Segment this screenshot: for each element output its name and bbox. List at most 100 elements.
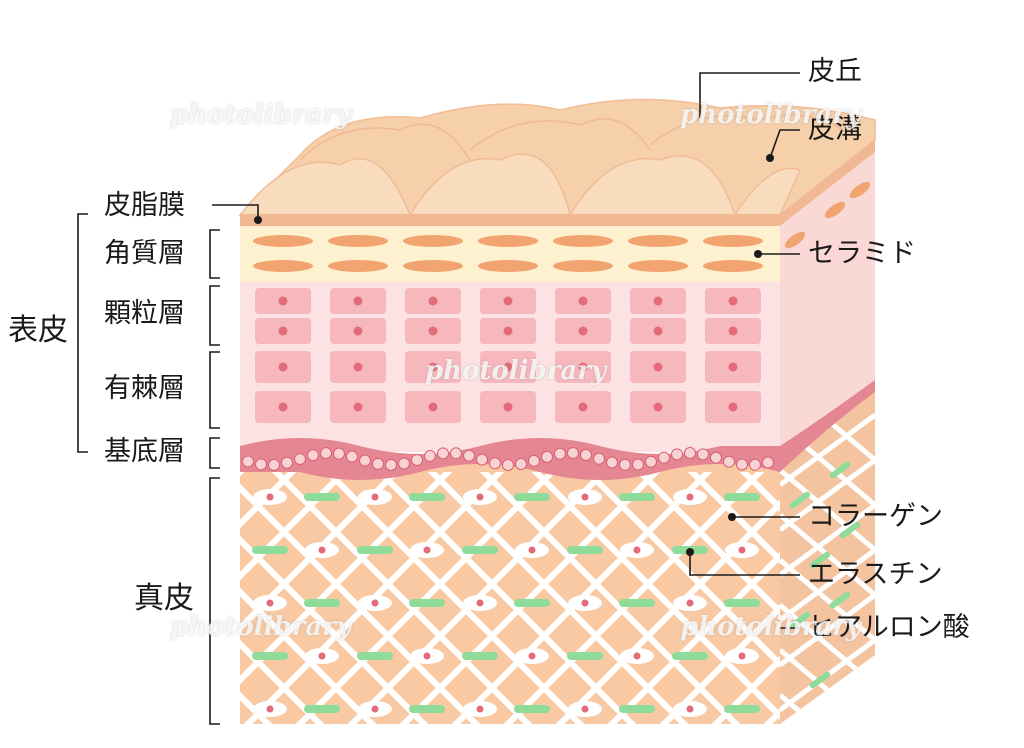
fibroblast-nucleus — [318, 546, 326, 554]
basal-cell — [606, 456, 618, 469]
side-collagen-fiber — [780, 468, 875, 552]
collagen-fiber — [240, 472, 401, 633]
cell-group — [255, 288, 761, 423]
elastin-fiber — [619, 705, 655, 713]
basal-cell — [632, 458, 644, 471]
side-elastin — [809, 551, 831, 569]
basal-cell — [372, 457, 384, 470]
elastin-fiber — [567, 546, 603, 554]
elastin-fiber — [724, 599, 760, 607]
cell-nucleus — [428, 296, 438, 306]
ceramide — [403, 260, 463, 272]
elastin-fiber — [619, 599, 655, 607]
ceramide — [328, 260, 388, 272]
side-face — [780, 140, 875, 724]
cell-nucleus — [578, 362, 588, 372]
fibroblast-group — [253, 489, 759, 717]
elastin-fiber — [252, 652, 288, 660]
basal-cell — [398, 457, 410, 470]
basal-cell — [554, 447, 566, 460]
basal-cell — [242, 455, 254, 468]
cell-nucleus — [503, 296, 513, 306]
basal-cell — [736, 458, 748, 471]
side-collagen-fiber — [780, 502, 875, 578]
fibroblast-nucleus — [476, 493, 484, 501]
side-collagen-fiber — [780, 693, 875, 724]
basal-cell — [580, 448, 592, 461]
side-elastin — [809, 671, 831, 689]
collagen-fiber — [0, 460, 96, 748]
side-upper — [780, 152, 875, 460]
basal-cell — [749, 458, 761, 471]
cell-nucleus — [653, 402, 663, 412]
collagen-fiber — [0, 460, 148, 748]
label-hyaluronic: ヒアルロン酸 — [808, 612, 970, 643]
basal-cell — [619, 458, 631, 471]
basal-cell — [658, 451, 670, 464]
label-hikou: 皮溝 — [808, 114, 862, 145]
ceramide — [478, 235, 538, 247]
elastin-fiber — [304, 493, 340, 501]
ceramide — [328, 235, 388, 247]
sebum-layer — [240, 214, 780, 226]
basal-cell — [723, 455, 735, 468]
fibroblast-nucleus — [528, 652, 536, 660]
skin-surface — [238, 98, 876, 216]
basal-cell — [593, 452, 605, 465]
basal-cell — [359, 454, 371, 467]
elastin-fiber — [567, 652, 603, 660]
surface-bump-back — [299, 114, 851, 161]
basal-cell — [307, 449, 319, 462]
side-elastin — [839, 521, 861, 539]
elastin-fiber — [357, 546, 393, 554]
fibroblast-nucleus — [423, 546, 431, 554]
elastin-fiber — [724, 493, 760, 501]
label-yuukyoku: 有棘層 — [104, 373, 185, 404]
elastin-fiber — [409, 493, 445, 501]
label-elastin: エラスチン — [808, 559, 943, 590]
basal-cell — [489, 457, 501, 470]
fibroblast-nucleus — [371, 599, 379, 607]
cell-nucleus — [428, 326, 438, 336]
elastin-fiber-group — [252, 493, 760, 713]
elastin-fiber — [304, 705, 340, 713]
basal-cell — [255, 458, 267, 471]
basal-cell — [710, 451, 722, 464]
side-elastin — [789, 491, 811, 509]
ceramide — [553, 260, 613, 272]
collagen-fiber — [240, 472, 297, 529]
ceramide — [553, 235, 613, 247]
cell-nucleus — [278, 402, 288, 412]
leader-dots — [254, 154, 774, 556]
collagen-fiber — [240, 472, 349, 581]
elastin-fiber — [409, 705, 445, 713]
label-hikyu: 皮丘 — [808, 56, 862, 87]
ceramide — [628, 235, 688, 247]
basal-cell — [515, 458, 527, 471]
cell-nucleus — [353, 402, 363, 412]
cell-nucleus — [578, 402, 588, 412]
basal-cell — [385, 458, 397, 471]
basal-cell — [476, 453, 488, 466]
cell-nucleus — [653, 296, 663, 306]
basal-cell — [346, 450, 358, 463]
basal-cell — [424, 450, 436, 462]
side-collagen-fiber — [780, 412, 875, 488]
side-elastin — [829, 461, 851, 479]
collagen-fiber — [0, 460, 44, 748]
cell-nucleus — [278, 362, 288, 372]
cell-nucleus — [728, 296, 738, 306]
collagen-fiber — [0, 460, 44, 748]
cell-nucleus — [278, 296, 288, 306]
basal-cell — [697, 448, 709, 461]
fibroblast-nucleus — [581, 599, 589, 607]
basal-cell — [437, 447, 449, 460]
elastin-fiber — [619, 493, 655, 501]
elastin-fiber — [462, 546, 498, 554]
side-ceramide — [849, 181, 871, 199]
basal-cell — [281, 456, 293, 469]
cell-nucleus — [428, 362, 438, 372]
basal-cell — [320, 447, 332, 460]
cell-nucleus — [728, 362, 738, 372]
